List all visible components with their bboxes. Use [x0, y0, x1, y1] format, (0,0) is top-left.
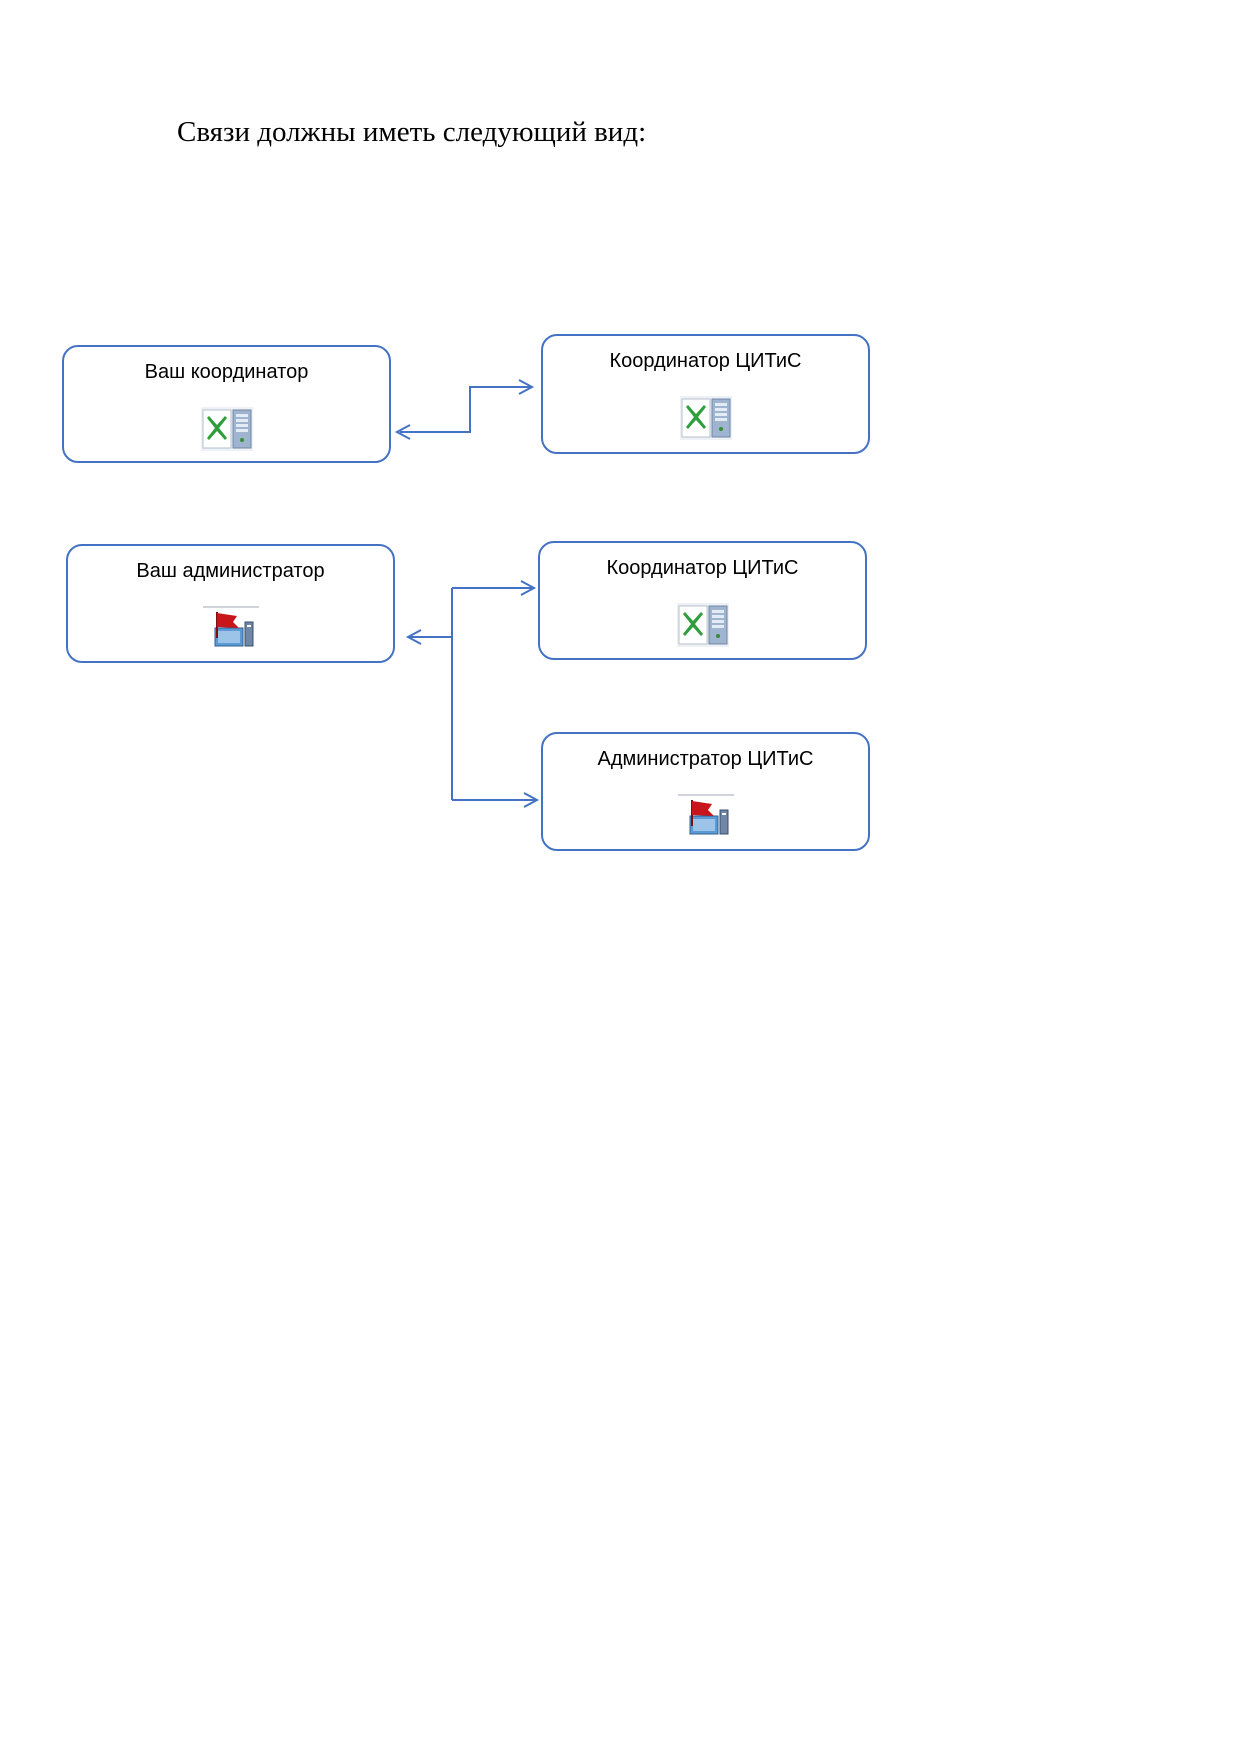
- node-citis-coordinator-2-label: Координатор ЦИТиС: [606, 557, 799, 579]
- node-your-coordinator-label: Ваш координатор: [144, 361, 309, 383]
- arrowhead-to-citis-coordinator-2: [520, 580, 537, 596]
- arrowhead-to-your-coordinator: [394, 424, 411, 440]
- node-your-administrator-label: Ваш администратор: [136, 560, 325, 582]
- arrowhead-to-citis-administrator: [523, 792, 540, 808]
- page-heading: Связи должны иметь следующий вид:: [177, 116, 647, 148]
- coordinator-icon: [200, 407, 253, 456]
- coordinator-icon: [679, 396, 732, 445]
- administrator-icon: [202, 606, 259, 655]
- node-citis-coordinator-1: Координатор ЦИТиС: [541, 334, 870, 454]
- connector-coordinator-link: [400, 386, 532, 433]
- node-citis-coordinator-2: Координатор ЦИТиС: [538, 541, 867, 660]
- arrowhead-to-citis-coordinator: [518, 379, 535, 395]
- node-citis-coordinator-1-label: Координатор ЦИТиС: [609, 350, 802, 372]
- node-your-coordinator: Ваш координатор: [62, 345, 391, 463]
- administrator-icon: [677, 794, 734, 843]
- coordinator-icon: [676, 603, 729, 652]
- node-your-administrator: Ваш администратор: [66, 544, 395, 663]
- node-citis-administrator-label: Администратор ЦИТиС: [597, 748, 814, 770]
- arrowhead-to-your-administrator: [405, 629, 422, 645]
- node-citis-administrator: Администратор ЦИТиС: [541, 732, 870, 851]
